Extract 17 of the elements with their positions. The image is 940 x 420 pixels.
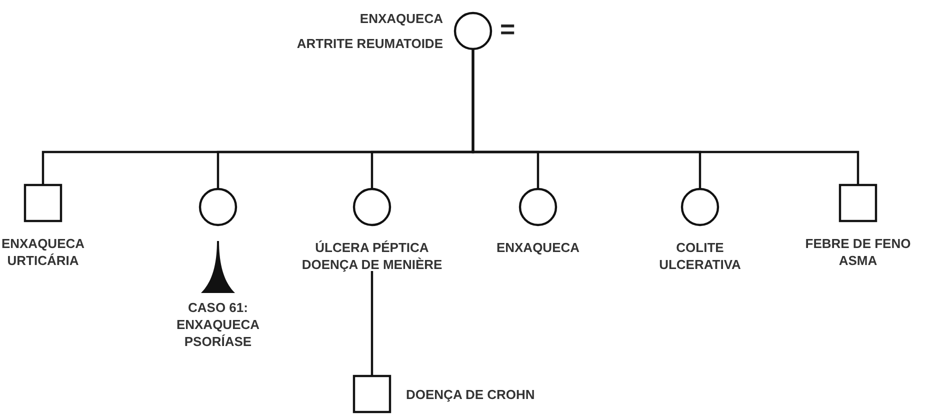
condition-label: COLITE ULCERATIVA xyxy=(658,239,742,273)
condition-label: ENXAQUECA xyxy=(496,239,580,256)
condition-label: ÚLCERA PÉPTICA xyxy=(314,239,430,256)
condition-label: FEBRE DE FENO xyxy=(805,235,911,252)
condition-label: ASMA xyxy=(838,252,878,269)
marriage-sign: = xyxy=(500,14,516,45)
condition-label: DOENÇA DE CROHN xyxy=(406,386,536,402)
condition-label: ENXAQUECA xyxy=(1,235,85,252)
condition-label: PSORÍASE xyxy=(183,333,253,350)
condition-label: ENXAQUECA xyxy=(358,10,443,27)
condition-label: ARTRITE REUMATOIDE xyxy=(296,35,443,52)
condition-label: ENXAQUECA xyxy=(176,316,260,333)
condition-label: CASO 61: xyxy=(187,299,249,316)
descent-line xyxy=(370,271,374,376)
condition-label: DOENÇA DE MENIÈRE xyxy=(302,256,442,273)
descent-line xyxy=(472,50,860,185)
condition-label: URTICÁRIA xyxy=(6,252,80,269)
